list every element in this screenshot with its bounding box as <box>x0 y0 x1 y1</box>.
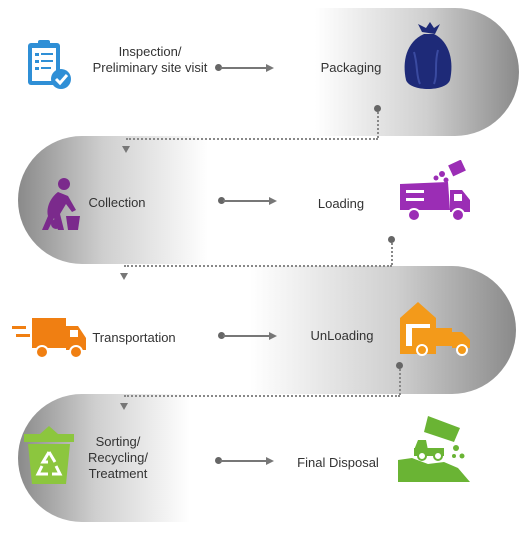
clipboard-check-icon <box>28 40 71 89</box>
step-inspection-label: Inspection/ Preliminary site visit <box>92 44 208 75</box>
band-4 <box>18 394 190 522</box>
garbage-truck-icon <box>400 160 470 222</box>
step-transportation-label: Transportation <box>92 330 176 345</box>
step-collection-label: Collection <box>88 195 146 210</box>
step-final-disposal-label: Final Disposal <box>297 455 379 470</box>
step-unloading-label: UnLoading <box>310 328 374 343</box>
step-sorting-label: Sorting/ Recycling/ Treatment <box>88 434 148 481</box>
warehouse-truck-icon <box>400 302 470 356</box>
person-collecting-waste-icon <box>42 178 80 230</box>
landfill-dump-truck-icon <box>398 416 470 482</box>
band-3 <box>250 266 516 394</box>
step-packaging-label: Packaging <box>320 60 382 75</box>
recycle-bin-icon <box>24 426 74 484</box>
step-loading-label: Loading <box>317 196 365 211</box>
delivery-truck-icon <box>12 318 86 359</box>
band-2 <box>18 136 208 264</box>
garbage-bag-icon <box>404 22 452 89</box>
